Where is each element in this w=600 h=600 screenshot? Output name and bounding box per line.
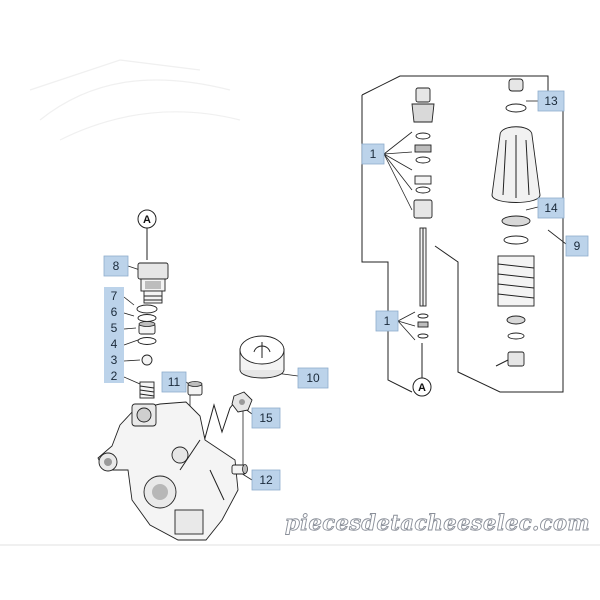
connector-a-bottom: A <box>412 343 432 397</box>
callout-14-label: 14 <box>544 201 558 215</box>
callout-3: 3 <box>104 351 124 367</box>
part-4-washer <box>137 337 157 345</box>
part-6-oring <box>137 314 157 322</box>
callout-12: 12 <box>251 469 281 491</box>
callout-12-label: 12 <box>259 473 273 487</box>
background-sketch <box>29 59 241 141</box>
callout-8: 8 <box>103 255 129 277</box>
part-11-plug <box>187 381 203 396</box>
callout-1-upper-label: 1 <box>370 147 377 161</box>
callout-2-label: 2 <box>111 369 118 383</box>
callout-1-upper: 1 <box>361 143 385 165</box>
callout-10-label: 10 <box>306 371 320 385</box>
part-15-fitting <box>231 391 253 413</box>
callout-3-label: 3 <box>111 353 118 367</box>
callout-2: 2 <box>104 367 124 383</box>
pump-housing <box>97 401 239 541</box>
callout-11-label: 11 <box>168 375 181 389</box>
callout-9: 9 <box>565 235 589 257</box>
callout-10: 10 <box>297 367 329 389</box>
assembly-1-outline <box>361 95 413 393</box>
callout-4: 4 <box>104 335 124 351</box>
callout-6-label: 6 <box>111 305 118 319</box>
connector-a-bottom-label: A <box>418 382 426 394</box>
callout-9-label: 9 <box>574 239 581 253</box>
part-5-seat <box>138 321 156 335</box>
part-7-oring <box>136 304 158 314</box>
part-2-spring <box>139 381 155 399</box>
callout-13-label: 13 <box>544 94 558 108</box>
part-3-ball <box>141 354 153 366</box>
spring-stack <box>491 78 541 367</box>
callout-5-label: 5 <box>111 321 118 335</box>
callout-4-label: 4 <box>111 337 118 351</box>
callout-13: 13 <box>537 90 565 112</box>
part-12-plug <box>231 464 248 475</box>
part-8-fitting <box>137 262 169 304</box>
callout-14: 14 <box>537 197 565 219</box>
assembly-9-outline <box>361 75 564 393</box>
callout-11: 11 <box>161 371 187 393</box>
callout-5: 5 <box>104 319 124 335</box>
callout-1-lower: 1 <box>375 310 399 332</box>
part-10-cap <box>239 335 285 379</box>
connector-a-top-label: A <box>143 214 151 226</box>
callout-6: 6 <box>104 303 124 319</box>
valve-stack <box>411 87 435 339</box>
callout-8-label: 8 <box>113 259 120 273</box>
callout-15: 15 <box>251 407 281 429</box>
callout-15-label: 15 <box>259 411 273 425</box>
callout-7: 7 <box>104 287 124 303</box>
site-watermark: piecesdetacheeselec.com <box>285 510 590 535</box>
connector-a-top: A <box>137 209 157 260</box>
callout-1-lower-label: 1 <box>384 314 391 328</box>
callout-7-label: 7 <box>111 289 118 303</box>
